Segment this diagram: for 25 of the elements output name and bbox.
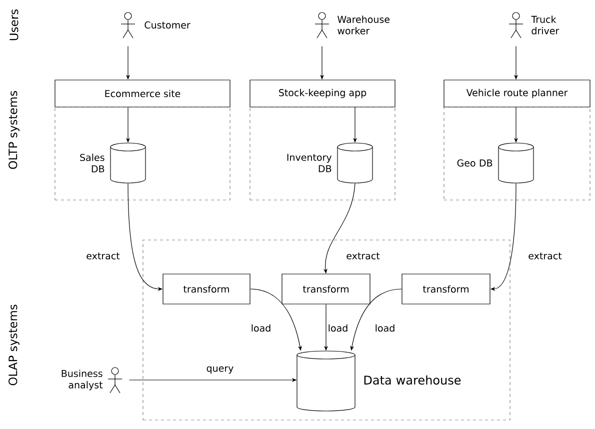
row-label: Users	[10, 9, 18, 40]
edge-label: query	[205, 365, 235, 375]
process-box: transform	[282, 274, 370, 304]
process-box: Vehicle route planner	[444, 80, 590, 108]
edge-label: load	[326, 323, 350, 333]
node-label: Sales DB	[80, 154, 104, 172]
dashed-region	[142, 240, 510, 420]
process-box: Ecommerce site	[54, 80, 230, 108]
node-label: Warehouse worker	[338, 16, 390, 34]
node-label: Inventory DB	[287, 154, 332, 172]
edge-label: load	[250, 323, 272, 333]
process-box: transform	[402, 274, 490, 304]
row-label: OLAP systems	[8, 304, 20, 386]
node-label: Data warehouse	[364, 375, 461, 385]
node-label: Truck driver	[531, 16, 560, 34]
node-label: Business analyst	[62, 370, 103, 390]
process-box: transform	[162, 274, 250, 304]
process-box: Stock-keeping app	[250, 80, 396, 108]
edge-label: extract	[85, 252, 121, 260]
edge-label: extract	[345, 252, 381, 260]
edge-label: extract	[527, 252, 563, 260]
edge-label: load	[374, 323, 396, 333]
node-label: Customer	[144, 21, 190, 29]
row-label: OLTP systems	[8, 91, 20, 169]
node-label: Geo DB	[457, 159, 492, 167]
